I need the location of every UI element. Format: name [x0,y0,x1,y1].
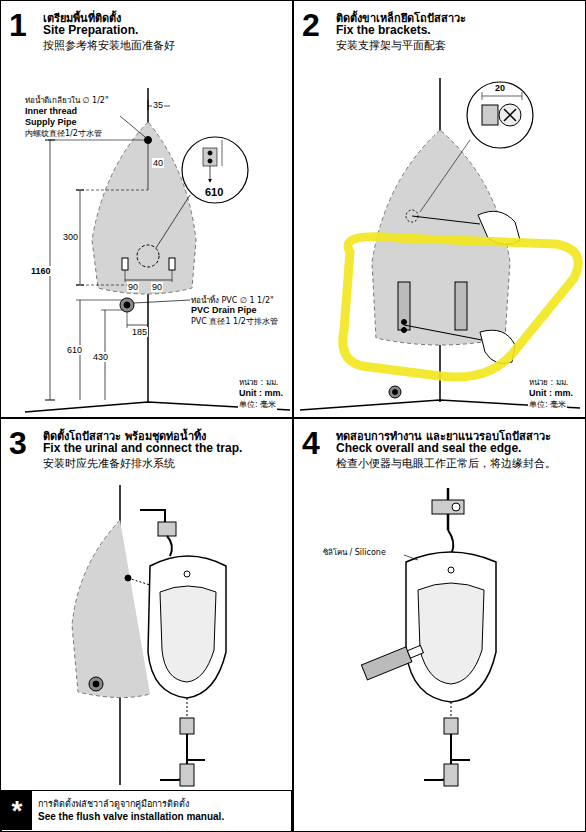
dimension-label: PVC Drain Pipe [190,305,258,315]
dimension-label: PVC 直径1 1/2寸排水管 [190,316,279,327]
dimension-label: 单位: 毫米 [528,399,567,410]
dimension-label: 430 [92,352,109,362]
dimension-label: 90 [151,282,163,292]
dimension-label: ซิลิโคน / Silicone [322,546,387,559]
dimension-label: 1160 [30,266,52,276]
dimension-label: 300 [62,232,79,242]
dimension-label: 610 [204,186,224,198]
dimension-label: Unit : mm. [238,388,284,398]
dimension-label: Inner thread [24,106,78,116]
dimension-label: 单位: 毫米 [238,399,277,410]
dimension-label: 35 [152,100,164,110]
dimension-label: Supply Pipe [24,117,78,127]
step-panel: 2ติดตั้งขาเหล็กยึดโถปัสสาวะFix the brack… [293,0,586,418]
dimension-label: 20 [494,83,506,93]
chinese-heading: 按照参考将安装地面准备好 [43,38,175,53]
dimension-label: Unit : mm. [528,388,574,398]
note-asterisk: * [2,791,32,830]
step-number: 2 [302,7,320,44]
step-number: 1 [9,7,27,44]
dimension-label: 40 [152,158,164,168]
thai-note: การติดตั้งฟลัชวาล์วดูจากคู่มือการติดตั้ง [38,797,189,811]
dimension-label: 内螺纹直径1/2寸水管 [24,128,103,139]
step-number: 4 [302,425,320,462]
step-panel: 4ทดสอบการทำงาน และยาแนวรอบโถปัสสาวะCheck… [293,418,586,832]
step-panel: 1เตรียมพื้นที่ติดตั้งSite Preparation.按照… [0,0,293,418]
chinese-heading: 检查小便器与电眼工作正常后，将边缘封合。 [336,456,556,471]
urinal-fixing-drawing [72,485,226,786]
dimension-label: 90 [127,282,139,292]
english-heading: Fix the brackets. [336,23,431,37]
step-number: 3 [9,425,27,462]
note-box: * การติดตั้งฟลัชวาล์วดูจากคู่มือการติดตั้… [1,790,292,832]
dimension-label: 185 [131,327,148,337]
bracket-fixing-drawing [300,78,580,410]
english-heading: Site Preparation. [43,23,138,37]
english-note: See the flush valve installation manual. [38,811,224,822]
english-heading: Check overall and seal the edge. [336,441,521,455]
check-and-seal-drawing [361,488,496,786]
dimension-label: 610 [66,345,83,355]
chinese-heading: 安装支撑架与平面配套 [336,38,446,53]
site-preparation-drawing [25,88,290,412]
chinese-heading: 安装时应先准备好排水系统 [43,456,175,471]
step-panel: 3ติดตั้งโถปัสสาวะ พร้อมชุดท่อน้ำทิ้งFix … [0,418,293,832]
english-heading: Fix the urinal and connect the trap. [43,441,242,455]
